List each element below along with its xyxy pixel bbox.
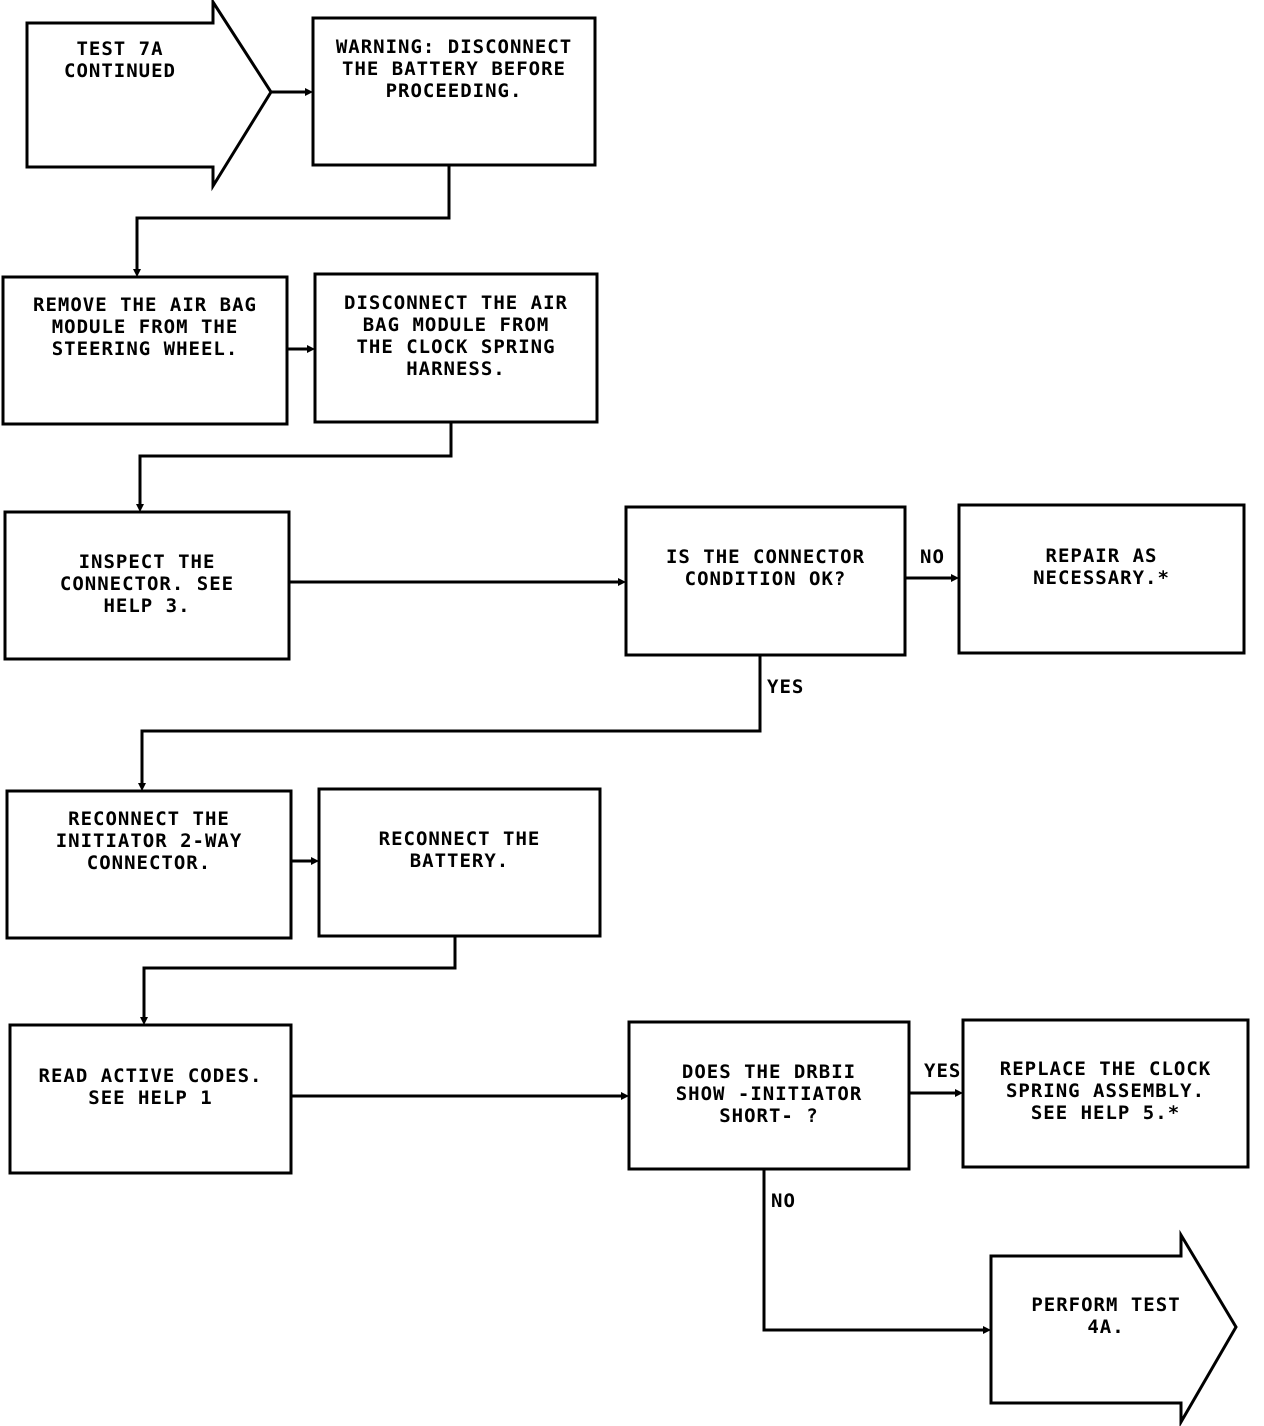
start-arrow-shape xyxy=(25,0,273,192)
perform-test-label: PERFORM TEST 4A. xyxy=(1031,1294,1181,1338)
repair-label: REPAIR AS NECESSARY.* xyxy=(1033,545,1170,589)
arrowhead-icon xyxy=(983,1326,991,1334)
edge-label-connector-no: NO xyxy=(920,546,945,568)
reconnect-battery-box xyxy=(317,787,602,938)
connector-ok-box xyxy=(624,505,907,657)
arrowhead-icon xyxy=(311,857,319,865)
arrowhead-icon xyxy=(133,269,141,277)
arrowhead-icon xyxy=(305,88,313,96)
read-codes-box xyxy=(8,1023,293,1175)
warning-label: WARNING: DISCONNECT THE BATTERY BEFORE P… xyxy=(335,36,573,102)
reconnect-battery-label: RECONNECT THE BATTERY. xyxy=(378,828,541,872)
arrowhead-icon xyxy=(136,504,144,512)
connector-warning-to-remove xyxy=(135,165,451,273)
disconnect-airbag-box xyxy=(313,272,599,424)
inspect-connector-label: INSPECT THE CONNECTOR. SEE HELP 3. xyxy=(59,551,235,617)
arrowhead-icon xyxy=(951,574,959,582)
connector-battery-to-read xyxy=(142,936,457,1021)
arrowhead-icon xyxy=(307,345,315,353)
arrowhead-icon xyxy=(955,1089,963,1097)
arrowhead-icon xyxy=(140,1017,148,1025)
remove-airbag-label: REMOVE THE AIR BAG MODULE FROM THE STEER… xyxy=(33,294,257,360)
arrowhead-icon xyxy=(621,1092,629,1100)
repair-box xyxy=(957,503,1246,655)
read-codes-label: READ ACTIVE CODES. SEE HELP 1 xyxy=(38,1065,263,1109)
disconnect-airbag-label: DISCONNECT THE AIR BAG MODULE FROM THE C… xyxy=(344,292,568,380)
replace-clock-box xyxy=(961,1018,1250,1169)
arrowhead-icon xyxy=(618,578,626,586)
warning-box xyxy=(311,16,597,167)
remove-airbag-box xyxy=(1,275,289,426)
edge-label-connector-yes: YES xyxy=(767,676,805,698)
connector-ok-label: IS THE CONNECTOR CONDITION OK? xyxy=(665,546,866,590)
replace-clock-label: REPLACE THE CLOCK SPRING ASSEMBLY. SEE H… xyxy=(999,1058,1212,1124)
connector-drbii-no-to-perform xyxy=(762,1169,987,1332)
arrowhead-icon xyxy=(138,783,146,791)
perform-test-arrow-shape xyxy=(989,1229,1238,1426)
drbii-question-label: DOES THE DRBII SHOW -INITIATOR SHORT- ? xyxy=(675,1061,863,1127)
reconnect-initiator-box xyxy=(5,789,293,940)
inspect-connector-box xyxy=(3,510,291,661)
reconnect-initiator-label: RECONNECT THE INITIATOR 2-WAY CONNECTOR. xyxy=(55,808,243,874)
connector-question-yes-to-reconnect xyxy=(140,655,762,787)
connector-disconnect-to-inspect xyxy=(138,422,453,508)
drbii-question-box xyxy=(627,1020,911,1171)
start-label: TEST 7A CONTINUED xyxy=(64,38,176,82)
edge-label-drbii-no: NO xyxy=(771,1190,796,1212)
edge-label-drbii-yes: YES xyxy=(924,1060,962,1082)
